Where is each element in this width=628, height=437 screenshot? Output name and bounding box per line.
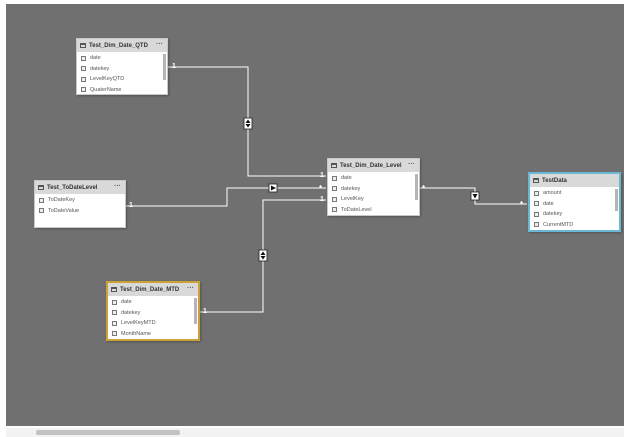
- field-row[interactable]: LevelKeyQTD: [77, 74, 167, 85]
- field-icon: [534, 222, 539, 228]
- table-card-test-dim-date-mtd[interactable]: Test_Dim_Date_MTD ··· date datekey Level…: [106, 281, 200, 341]
- table-icon: [38, 185, 44, 190]
- field-row[interactable]: CurrentMTD: [530, 220, 619, 231]
- field-icon: [332, 196, 337, 202]
- field-icon: [534, 190, 539, 196]
- table-scrollbar[interactable]: [163, 54, 166, 80]
- field-row[interactable]: datekey: [530, 209, 619, 220]
- table-title: Test_Dim_Date_Level: [340, 162, 402, 169]
- field-row[interactable]: amount: [530, 188, 619, 199]
- field-row[interactable]: datekey: [108, 308, 198, 319]
- scrollbar-thumb[interactable]: [36, 430, 180, 435]
- table-scrollbar[interactable]: [615, 189, 618, 211]
- field-icon: [39, 197, 44, 203]
- table-scrollbar[interactable]: [415, 174, 418, 200]
- cardinality-one: 1: [320, 172, 324, 179]
- field-row[interactable]: QuaterName: [77, 85, 167, 96]
- table-title: Test_ToDateLevel: [47, 184, 98, 191]
- field-row[interactable]: ToDateLevel: [328, 205, 419, 216]
- field-row[interactable]: datekey: [328, 184, 419, 195]
- field-row[interactable]: LevelKey: [328, 194, 419, 205]
- field-icon: [81, 87, 86, 93]
- table-scrollbar[interactable]: [194, 298, 197, 324]
- field-icon: [81, 55, 86, 61]
- field-icon: [112, 299, 117, 305]
- field-row[interactable]: date: [77, 53, 167, 64]
- field-icon: [81, 76, 86, 82]
- field-icon: [534, 211, 539, 217]
- field-row[interactable]: ToDateKey: [35, 195, 125, 206]
- table-icon: [533, 178, 539, 183]
- table-icon: [80, 43, 86, 48]
- field-row[interactable]: date: [328, 173, 419, 184]
- cardinality-one: 1: [203, 308, 207, 315]
- table-header[interactable]: TestData: [530, 174, 619, 187]
- field-icon: [112, 320, 117, 326]
- cardinality-many: *: [422, 184, 426, 193]
- field-icon: [81, 66, 86, 72]
- cardinality-one: 1: [129, 202, 133, 209]
- table-header[interactable]: Test_Dim_Date_QTD ···: [77, 39, 167, 52]
- table-icon: [331, 163, 337, 168]
- cardinality-many: *: [319, 184, 323, 193]
- table-title: Test_Dim_Date_MTD: [120, 286, 180, 293]
- table-header[interactable]: Test_Dim_Date_MTD ···: [108, 283, 198, 296]
- field-icon: [332, 175, 337, 181]
- table-card-testdata[interactable]: TestData amount date datekey CurrentMTD: [528, 172, 621, 232]
- field-icon: [112, 310, 117, 316]
- table-icon: [111, 287, 117, 292]
- table-header[interactable]: Test_Dim_Date_Level ···: [328, 159, 419, 172]
- table-title: TestData: [542, 177, 567, 184]
- more-options-icon[interactable]: ···: [187, 285, 194, 292]
- field-row[interactable]: datekey: [77, 64, 167, 75]
- table-card-test-dim-date-level[interactable]: Test_Dim_Date_Level ··· date datekey Lev…: [327, 158, 420, 216]
- table-card-test-todatelevel[interactable]: Test_ToDateLevel ··· ToDateKey ToDateVal…: [34, 180, 126, 228]
- field-icon: [332, 207, 337, 213]
- field-icon: [112, 331, 117, 337]
- cardinality-one: 1: [172, 63, 176, 70]
- table-card-test-dim-date-qtd[interactable]: Test_Dim_Date_QTD ··· date datekey Level…: [76, 38, 168, 95]
- horizontal-scrollbar[interactable]: [6, 428, 624, 437]
- table-title: Test_Dim_Date_QTD: [89, 42, 148, 49]
- field-icon: [332, 186, 337, 192]
- field-row[interactable]: ToDateValue: [35, 206, 125, 217]
- more-options-icon[interactable]: ···: [408, 161, 415, 168]
- cardinality-one: 1: [320, 196, 324, 203]
- field-icon: [534, 201, 539, 207]
- field-row[interactable]: LevelKeyMTD: [108, 318, 198, 329]
- table-header[interactable]: Test_ToDateLevel ···: [35, 181, 125, 194]
- more-options-icon[interactable]: ···: [156, 41, 163, 48]
- field-row[interactable]: MonthName: [108, 329, 198, 340]
- more-options-icon[interactable]: ···: [114, 183, 121, 190]
- field-row[interactable]: date: [108, 297, 198, 308]
- field-icon: [39, 208, 44, 214]
- cardinality-many: *: [520, 200, 524, 209]
- field-row[interactable]: date: [530, 199, 619, 210]
